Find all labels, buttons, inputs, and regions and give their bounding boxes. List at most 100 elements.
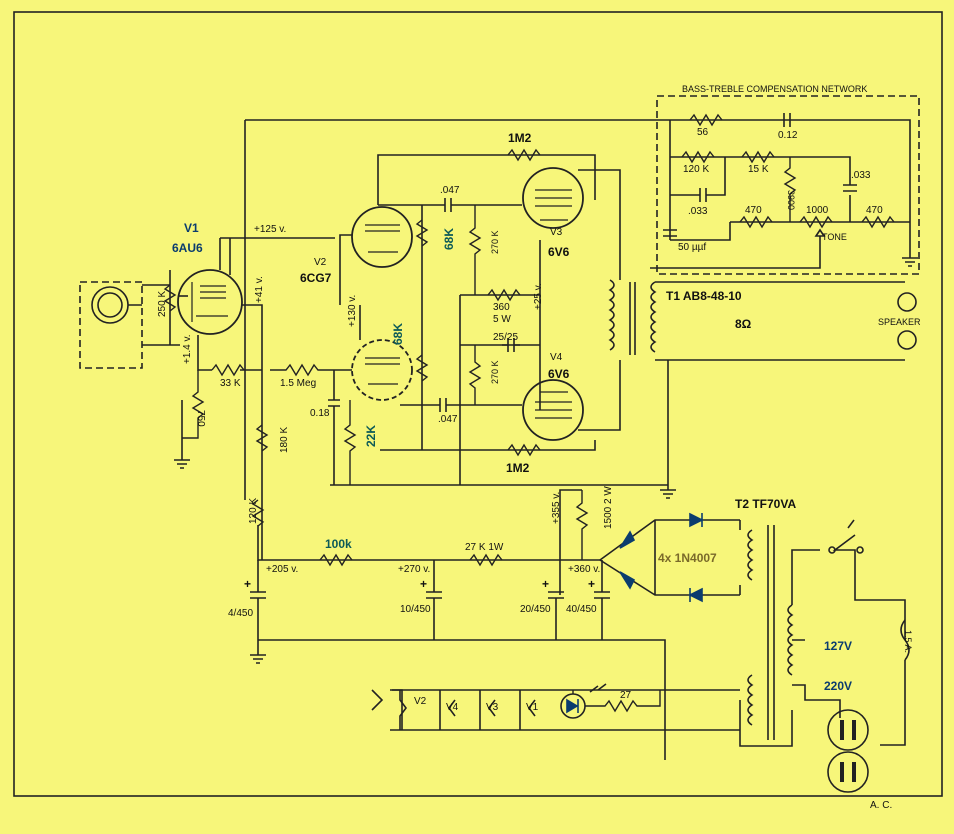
diode-2 [619,571,636,590]
t2-core [767,525,775,740]
resistor-120k [251,499,265,527]
heater-v3 [488,699,496,717]
label-120k: 120 K [248,498,259,524]
label-56: 56 [697,127,709,138]
tube-v2-lower [351,339,413,401]
label-1500: 1500 2 W [603,486,614,529]
label-tone: TONE [822,232,847,242]
t2-secondary [747,529,754,581]
resistor-1m2-top [507,148,541,162]
heater-v2 [399,690,407,730]
label-40450: 40/450 [566,604,597,615]
net-low [670,222,731,241]
label-v41: +41 v. [254,276,265,303]
label-047a: .047 [440,185,460,196]
cathode-line [197,335,262,371]
resistor-100k [319,553,353,567]
net-line-2 [669,120,851,240]
diode-3 [689,512,704,528]
label-1m2-top: 1M2 [508,131,532,145]
resistor-1m2-bot [507,443,541,457]
input-lines [128,270,180,346]
tap-lines [739,639,841,747]
cap-20450-plus: + [542,577,549,591]
ground-return [250,639,666,760]
label-033a: .033 [688,206,708,217]
v1-plate-line [219,237,335,275]
resistor-1500 [575,490,589,560]
resistor-270k-b [468,345,482,405]
label-27: 27 [620,690,632,701]
v1-internals [191,282,228,322]
cap-10450-plus: + [420,577,427,591]
heater-v4 [448,699,456,717]
tube-v2-upper [351,206,413,268]
speaker-terminal-a [897,292,917,312]
mains-primary-lines [791,534,906,746]
resistor-27k [469,553,503,567]
label-018: 0.18 [310,408,330,419]
label-22k: 22K [364,425,378,447]
t1-secondary-lines [655,281,905,499]
cap-40450 [594,560,610,640]
ground-net [902,250,918,267]
cap-40450-plus: + [588,577,595,591]
label-10450: 10/450 [400,604,431,615]
label-v360: +360 v. [568,564,600,575]
resistor-180k [255,424,269,452]
ac-outlet-b [827,751,869,793]
v4-internals [535,391,572,419]
cap-50 [663,229,677,237]
label-270k-b: 270 K [490,360,500,384]
plate-lines [578,169,621,431]
resistor-22k [343,400,357,485]
led-arrows [589,683,607,693]
ground-v1 [174,400,190,469]
label-heater-v2: V2 [414,696,427,707]
cap-2525 [502,338,520,352]
label-250k: 250 K [157,291,168,317]
resistor-15k [741,150,775,164]
label-v2-type: 6CG7 [300,271,332,285]
t1-primary [608,279,615,351]
heater-input-v2 [371,689,403,730]
resistor-360 [487,288,521,302]
label-360w: 5 W [493,314,511,325]
fuse [900,619,910,661]
label-1m2-bot: 1M2 [506,461,530,475]
label-33k: 33 K [220,378,241,389]
diode-1 [619,530,636,549]
ac-outlet-a [827,709,869,751]
label-012: 0.12 [778,130,798,141]
resistor-120k-net [681,150,715,164]
bias-lines [459,294,540,485]
label-120k-net: 120 K [683,164,709,175]
cap-033b [843,184,857,192]
t2-primary [787,604,794,676]
label-15k: 15 K [748,164,769,175]
label-t1: T1 AB8-48-10 [666,289,742,303]
label-v25: +25 v. [533,283,544,310]
heater-v1 [528,699,536,717]
label-t1-imp: 8Ω [735,317,752,331]
resistor-33k [211,363,245,377]
label-v355: +355 v. [551,492,562,524]
label-heater-v1: V1 [526,702,539,713]
label-127v: 127V [824,639,852,653]
resistor-250k [163,284,177,312]
resistor-68k-b [415,354,429,382]
label-v205: +205 v. [266,564,298,575]
v2-lower-internals [365,357,400,385]
label-v4-ref: V4 [550,352,563,363]
label-68k-a: 68K [442,228,456,250]
resistor-68k-a [415,219,429,247]
label-v125: +125 v. [254,224,286,235]
label-heater-v4: V4 [446,702,459,713]
v2-lines [339,204,423,450]
label-20450: 20/450 [520,604,551,615]
label-4450: 4/450 [228,608,253,619]
label-fuse: 1.5 A. [903,630,913,653]
label-v130: +130 v. [347,295,358,327]
resistor-470b [861,215,895,229]
